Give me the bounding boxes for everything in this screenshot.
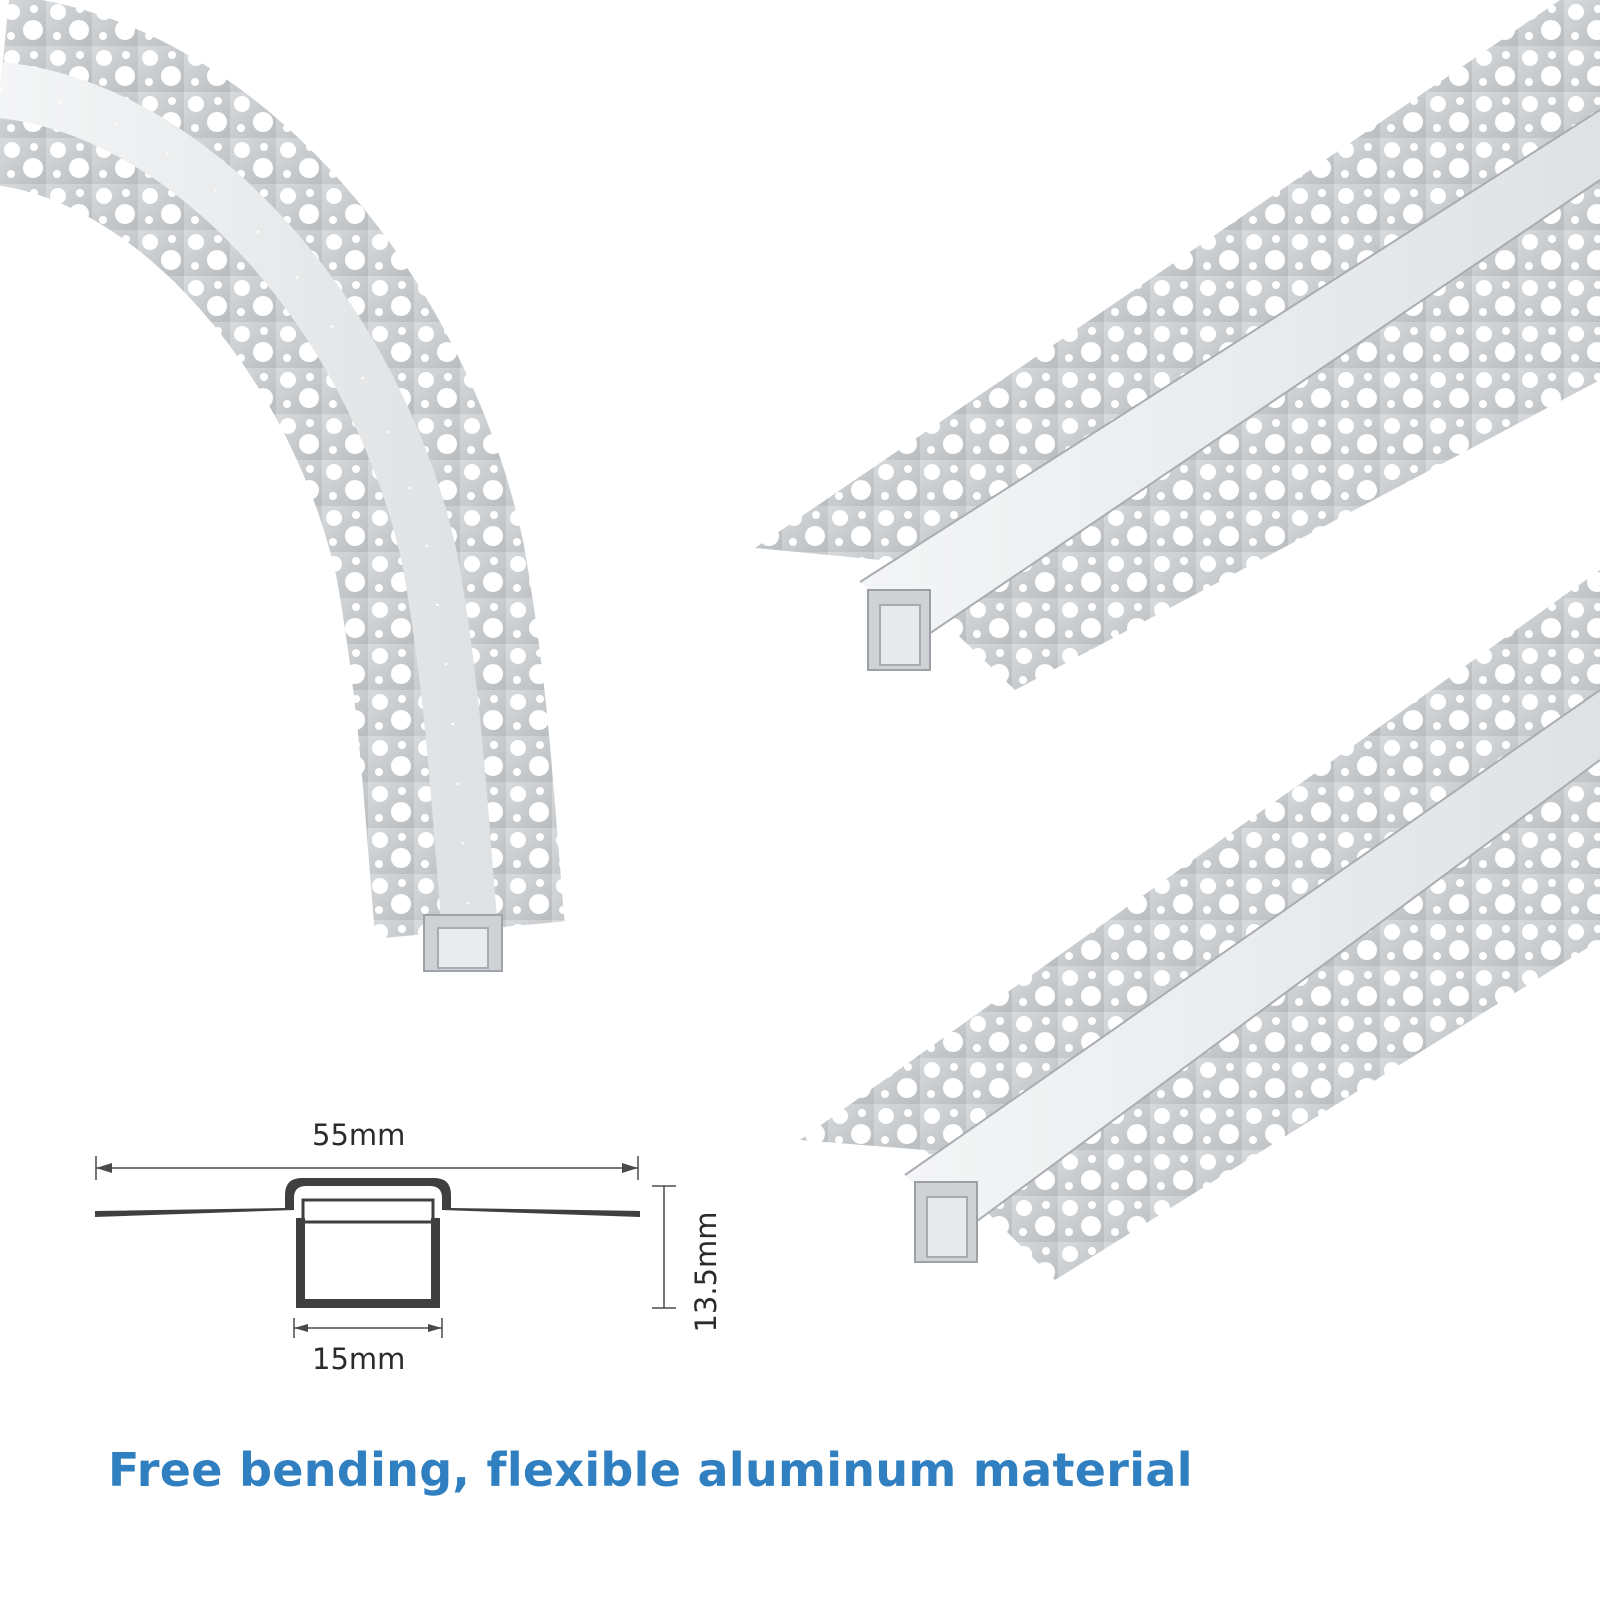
straight-profile-bottom [800,570,1600,1280]
curved-profile [0,0,565,972]
profile-channel-outline [296,1218,440,1308]
straight-profile-top [755,0,1600,690]
caption-text: Free bending, flexible aluminum material [108,1443,1193,1497]
height-dimension-label: 13.5mm [689,1211,723,1333]
channel-dimension-label: 15mm [312,1342,406,1376]
width-dimension-label: 55mm [312,1118,406,1152]
profile-flange-outline [95,1178,640,1217]
cross-section-diagram [95,1156,676,1338]
